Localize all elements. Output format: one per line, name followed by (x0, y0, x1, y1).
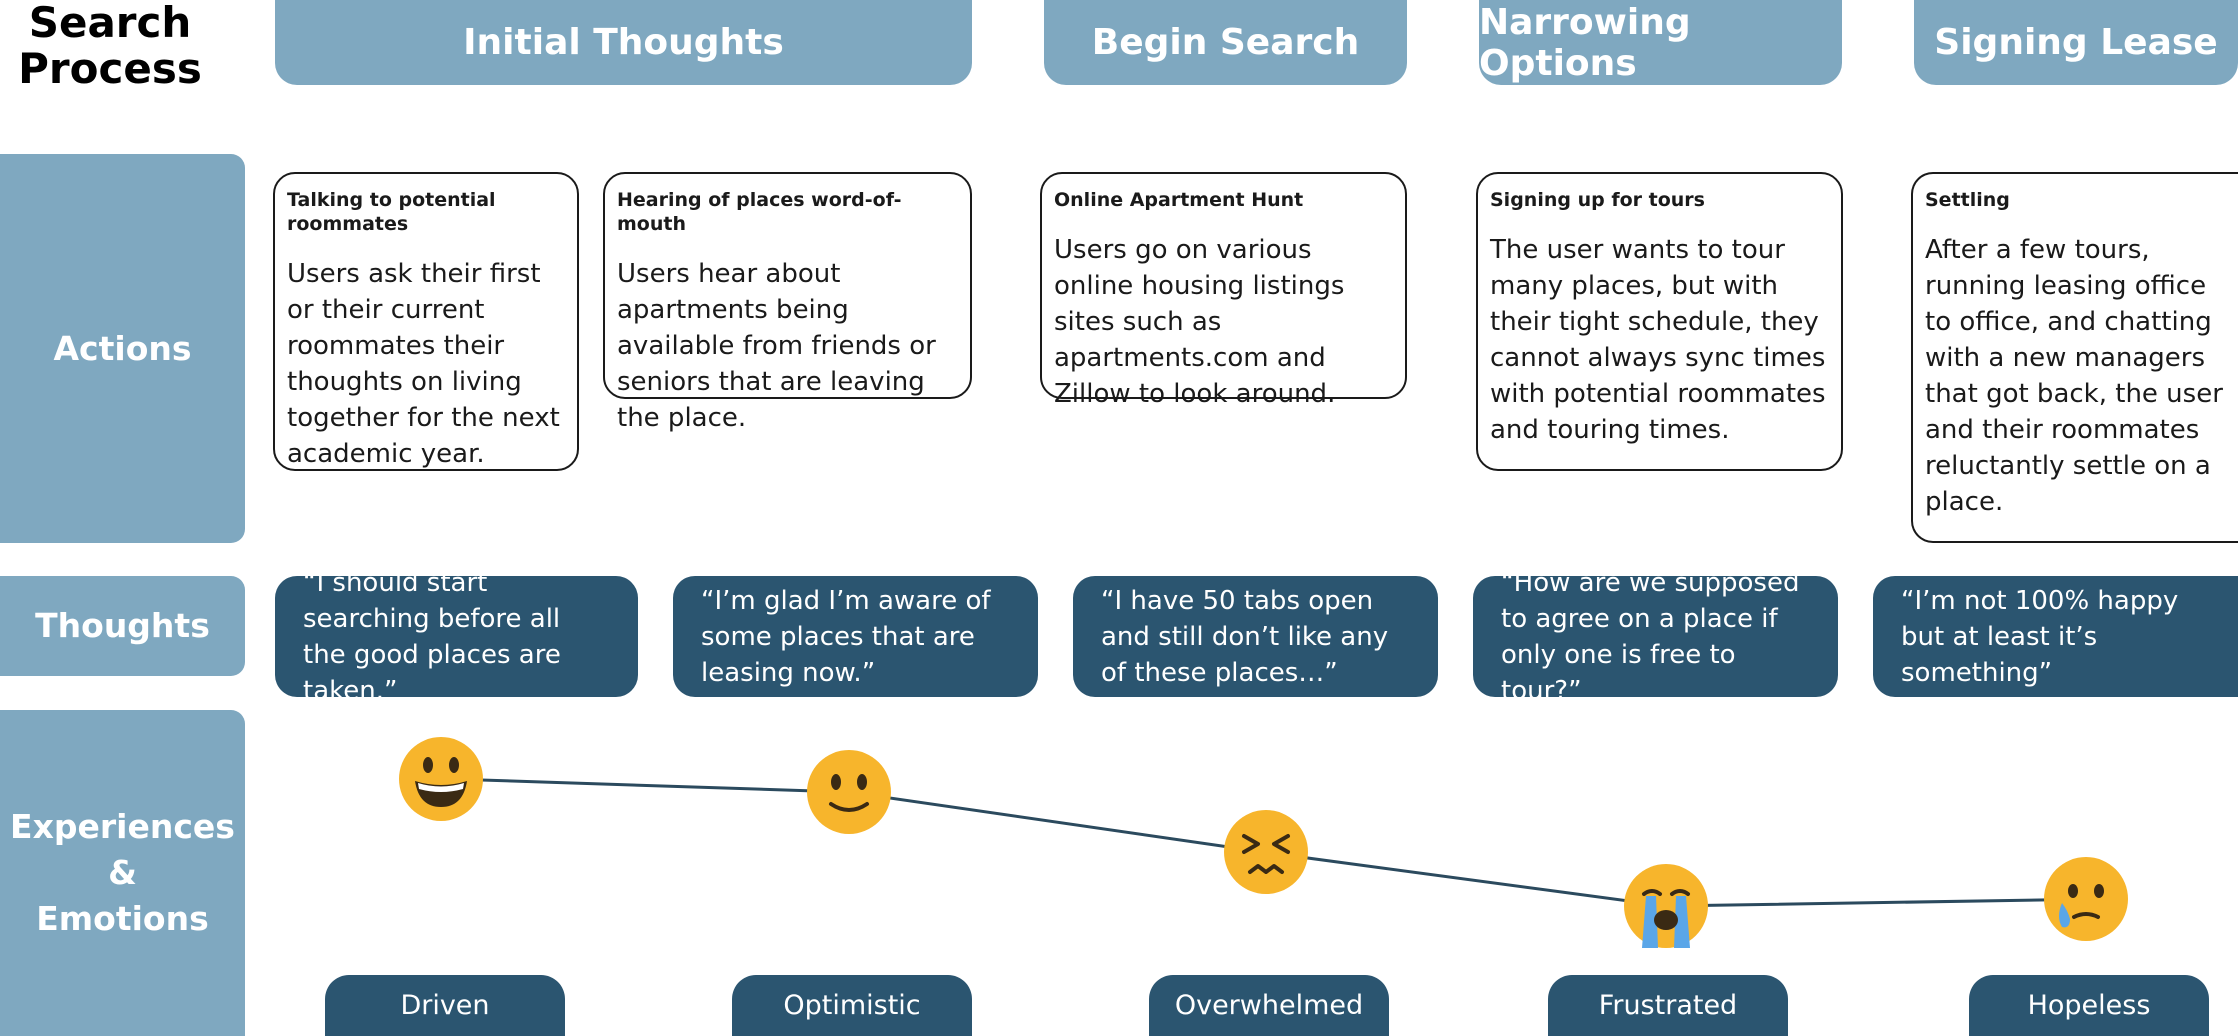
emotion-label: Optimistic (732, 975, 972, 1036)
action-card: Signing up for tours The user wants to t… (1476, 172, 1843, 471)
phase-initial-thoughts: Initial Thoughts (275, 0, 972, 85)
phase-narrowing-options: Narrowing Options (1479, 0, 1842, 85)
thought-bubble: “I have 50 tabs open and still don’t lik… (1073, 576, 1438, 697)
row-label-experiences-line-2: & (108, 853, 137, 892)
thought-bubble: “I’m not 100% happy but at least it’s so… (1873, 576, 2238, 697)
thought-bubble: “How are we supposed to agree on a place… (1473, 568, 1838, 706)
action-card-title: Settling (1925, 189, 2010, 211)
action-card-title: Signing up for tours (1490, 189, 1705, 211)
row-label-experiences-line-1: Experiences (10, 807, 235, 846)
title-line-1: Search (28, 0, 192, 47)
action-card: Hearing of places word-of-mouth Users he… (603, 172, 972, 433)
action-card-title: Online Apartment Hunt (1054, 189, 1304, 211)
phase-signing-lease: Signing Lease (1914, 0, 2238, 85)
action-card-body: The user wants to tour many places, but … (1490, 235, 1826, 445)
action-card-body: After a few tours, running leasing offic… (1925, 235, 2223, 517)
action-card: Settling After a few tours, running leas… (1911, 172, 2238, 543)
diagram-title: Search Process (0, 0, 220, 92)
action-card-body: Users hear about apartments being availa… (617, 259, 936, 433)
row-label-experiences-line-3: Emotions (36, 899, 209, 938)
phase-begin-search: Begin Search (1044, 0, 1407, 85)
confounded-face-icon (1222, 808, 1310, 896)
emotion-label: Driven (325, 975, 565, 1036)
grinning-face-icon (397, 735, 485, 823)
emotion-label: Hopeless (1969, 975, 2209, 1036)
title-line-2: Process (18, 44, 202, 93)
action-card-title: Talking to potential roommates (287, 189, 496, 235)
face-holding-back-tears-icon (2042, 855, 2130, 943)
slightly-smiling-face-icon (805, 748, 893, 836)
thought-bubble: “I should start searching before all the… (275, 568, 638, 706)
thought-bubble: “I’m glad I’m aware of some places that … (673, 576, 1038, 697)
emotion-label: Frustrated (1548, 975, 1788, 1036)
action-card: Online Apartment Hunt Users go on variou… (1040, 172, 1407, 409)
action-card: Talking to potential roommates Users ask… (273, 172, 579, 471)
action-card-title: Hearing of places word-of-mouth (617, 189, 902, 235)
row-label-actions: Actions (0, 154, 245, 543)
row-label-thoughts: Thoughts (0, 576, 245, 676)
emotion-label: Overwhelmed (1149, 975, 1389, 1036)
action-card-body: Users ask their first or their current r… (287, 259, 560, 469)
row-label-experiences: Experiences & Emotions (0, 710, 245, 1036)
action-card-body: Users go on various online housing listi… (1054, 235, 1345, 409)
loudly-crying-face-icon (1622, 862, 1710, 950)
